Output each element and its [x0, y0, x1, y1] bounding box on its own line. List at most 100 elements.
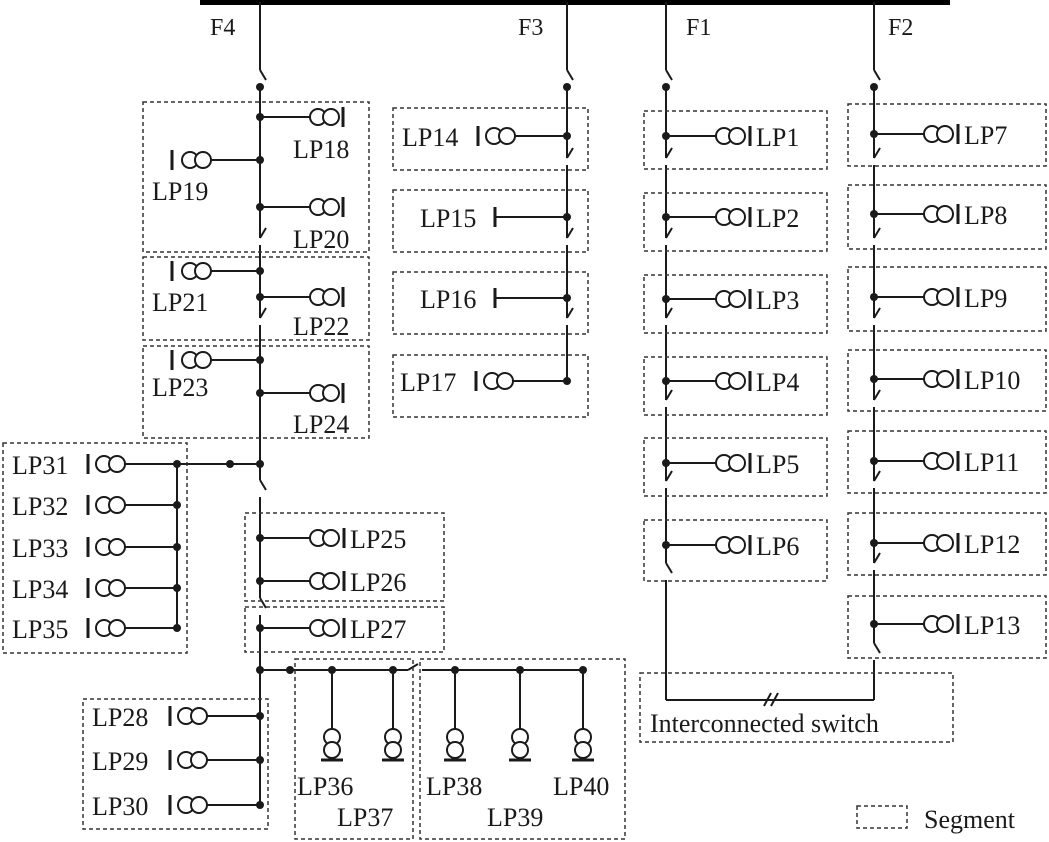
segment-box — [847, 349, 1047, 412]
transformer-icon — [715, 290, 746, 308]
segment-box — [643, 274, 828, 334]
switch-icon — [566, 307, 574, 319]
switch-icon — [873, 69, 881, 81]
switch-icon — [873, 147, 881, 159]
load-label-lp22: LP22 — [293, 312, 349, 341]
load-label-lp38: LP38 — [426, 772, 482, 801]
transformer-icon — [309, 108, 340, 126]
load-label-lp20: LP20 — [293, 225, 349, 254]
switch-icon — [665, 389, 673, 401]
load-label-lp33: LP33 — [12, 534, 68, 563]
transformer-icon — [95, 619, 126, 637]
feeder-f2: LP7 LP8 LP9 LP10 LP11 LP12 — [847, 2, 1047, 700]
switch-icon — [873, 227, 881, 239]
transformer-icon — [483, 372, 514, 390]
transformer-icon — [95, 455, 126, 473]
segment-box — [82, 698, 269, 830]
switch-icon — [873, 307, 881, 319]
transformer-icon — [485, 127, 516, 145]
load-label-lp34: LP34 — [12, 575, 68, 604]
transformer-icon — [177, 707, 208, 725]
transformer-icon — [95, 496, 126, 514]
load-label-lp14: LP14 — [402, 123, 458, 152]
switch-icon — [566, 147, 574, 159]
load-label-lp18: LP18 — [293, 135, 349, 164]
load-label-lp27: LP27 — [350, 615, 406, 644]
load-label-lp35: LP35 — [12, 615, 68, 644]
load-label-lp5: LP5 — [756, 450, 799, 479]
switch-icon — [873, 642, 881, 654]
segment-box — [847, 184, 1047, 250]
transformer-icon — [181, 351, 212, 369]
legend-segment-swatch — [856, 805, 908, 829]
transformer-icon — [574, 728, 592, 759]
switch-icon — [259, 597, 267, 609]
transformer-icon — [715, 454, 746, 472]
switch-icon — [259, 69, 267, 81]
load-label-lp6: LP6 — [756, 532, 799, 561]
load-label-lp4: LP4 — [756, 368, 799, 397]
load-label-lp28: LP28 — [92, 703, 148, 732]
segment-box — [2, 442, 188, 654]
feeder-f1: LP1 LP2 LP3 LP4 LP5 LP6 — [643, 2, 828, 700]
transformer-icon — [715, 536, 746, 554]
transformer-icon — [923, 288, 954, 306]
segment-box — [847, 595, 1047, 659]
interconnected-switch-label: Interconnected switch — [650, 709, 879, 738]
transformer-icon — [309, 384, 340, 402]
load-label-lp12: LP12 — [964, 530, 1020, 559]
transformer-icon — [923, 615, 954, 633]
load-label-lp24: LP24 — [293, 410, 349, 439]
segment-box — [643, 519, 828, 582]
feeder-label-f3: F3 — [518, 15, 543, 41]
load-label-lp37: LP37 — [337, 803, 393, 832]
switch-icon — [873, 470, 881, 482]
segment-box — [643, 192, 828, 252]
load-label-lp30: LP30 — [92, 792, 148, 821]
load-label-lp15: LP15 — [420, 204, 476, 233]
load-label-lp40: LP40 — [553, 772, 609, 801]
switch-icon — [566, 69, 574, 81]
transformer-icon — [309, 529, 340, 547]
switch-icon — [665, 562, 673, 574]
open-switch-icon — [770, 692, 779, 707]
transformer-icon — [309, 288, 340, 306]
transformer-icon — [923, 125, 954, 143]
load-label-lp26: LP26 — [350, 568, 406, 597]
segment-box — [244, 606, 445, 653]
transformer-icon — [923, 534, 954, 552]
switch-icon — [566, 227, 574, 239]
transformer-icon — [323, 728, 341, 759]
feeder-label-f4: F4 — [210, 15, 235, 41]
segment-box — [419, 658, 626, 840]
segment-box — [643, 110, 828, 170]
segment-box — [294, 658, 414, 840]
load-label-lp32: LP32 — [12, 492, 68, 521]
transformer-icon — [715, 372, 746, 390]
switch-icon — [873, 552, 881, 564]
load-label-lp29: LP29 — [92, 747, 148, 776]
segment-box — [643, 356, 828, 416]
transformer-icon — [923, 205, 954, 223]
segment-box — [847, 512, 1047, 576]
transformer-icon — [181, 262, 212, 280]
load-label-lp13: LP13 — [964, 611, 1020, 640]
switch-icon — [665, 227, 673, 239]
transformer-icon — [715, 127, 746, 145]
segment-box — [244, 512, 445, 602]
segment-box — [142, 256, 370, 341]
load-label-lp9: LP9 — [964, 284, 1007, 313]
load-label-lp17: LP17 — [400, 368, 456, 397]
segment-box — [639, 672, 954, 743]
load-label-lp23: LP23 — [152, 373, 208, 402]
transformer-icon — [923, 370, 954, 388]
load-label-lp19: LP19 — [152, 177, 208, 206]
transformer-icon — [715, 208, 746, 226]
load-label-lp1: LP1 — [756, 123, 799, 152]
transformer-icon — [446, 728, 464, 759]
switch-icon — [259, 479, 267, 491]
legend: Segment — [856, 805, 1016, 834]
legend-segment-label: Segment — [924, 805, 1016, 834]
interconnected-switch: Interconnected switch — [639, 672, 954, 743]
switch-icon — [259, 307, 267, 319]
